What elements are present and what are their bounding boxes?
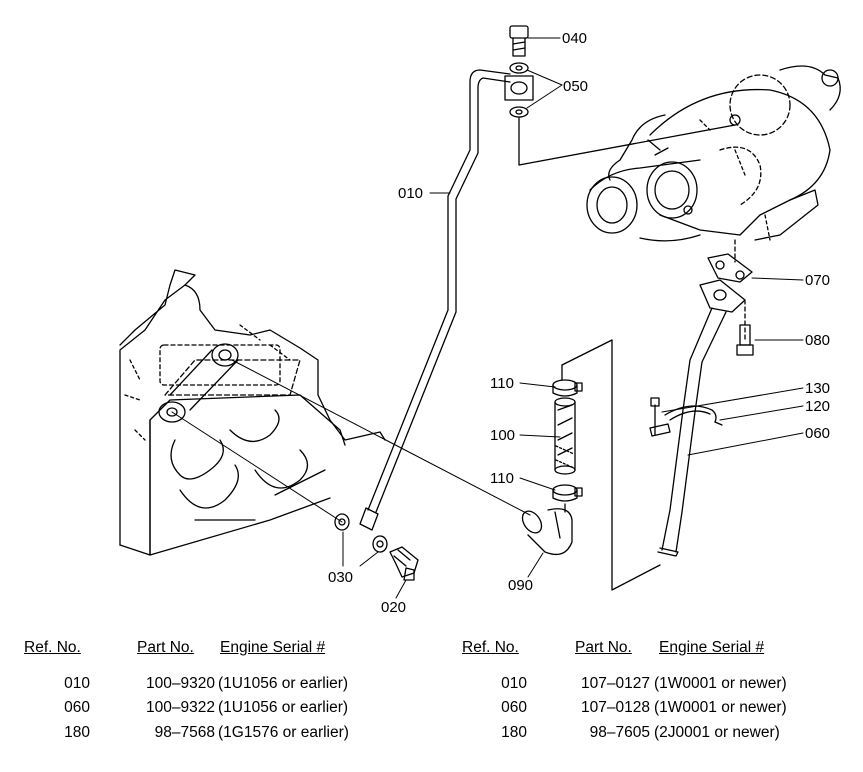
table-cell-part: 98–7605 <box>589 724 650 741</box>
engine-block-drawing <box>119 269 386 556</box>
callout-070: 070 <box>805 272 830 289</box>
table-cell-serial: (1W0001 or newer) <box>654 699 787 716</box>
washers-050 <box>504 62 736 166</box>
leader-lines <box>342 37 804 599</box>
oil-pipe-010 <box>359 69 511 531</box>
table-cell-ref: 060 <box>501 699 527 716</box>
header-ref-no: Ref. No. <box>462 639 519 656</box>
banjo-bolt-040 <box>509 25 529 57</box>
header-ref-no: Ref. No. <box>24 639 81 656</box>
drain-pipe-060 <box>657 279 746 557</box>
hose-assembly <box>552 339 661 591</box>
clamp-120-bolt-130 <box>649 397 723 437</box>
header-part-no: Part No. <box>575 639 632 656</box>
bolt-020 <box>389 546 419 581</box>
callout-130: 130 <box>805 380 830 397</box>
callout-030: 030 <box>328 569 353 586</box>
elbow-090 <box>521 508 573 556</box>
guide-lines <box>171 359 531 523</box>
table-cell-serial: (2J0001 or newer) <box>654 724 780 741</box>
table-cell-serial: (1U1056 or earlier) <box>218 675 349 692</box>
table-cell-part: 107–0127 <box>581 675 650 692</box>
header-engine-serial: Engine Serial # <box>659 639 765 656</box>
callout-090: 090 <box>508 577 533 594</box>
callout-120: 120 <box>805 398 830 415</box>
callout-110-upper: 110 <box>490 375 514 392</box>
header-part-no: Part No. <box>137 639 194 656</box>
table-cell-serial: (1U1056 or earlier) <box>218 699 349 716</box>
callout-080: 080 <box>805 332 830 349</box>
table-cell-ref: 060 <box>64 699 90 716</box>
parts-exploded-diagram: 040 050 010 070 080 110 100 110 130 120 … <box>119 25 841 616</box>
table-cell-part: 107–0128 <box>581 699 650 716</box>
callout-110-lower: 110 <box>490 470 514 487</box>
gasket-070 <box>707 253 753 283</box>
callout-020: 020 <box>381 599 406 616</box>
table-cell-serial: (1W0001 or newer) <box>654 675 787 692</box>
table-cell-ref: 180 <box>501 724 527 741</box>
washers-030 <box>334 513 388 553</box>
turbocharger-drawing <box>586 65 841 242</box>
callout-050: 050 <box>563 78 588 95</box>
header-engine-serial: Engine Serial # <box>220 639 326 656</box>
table-cell-ref: 180 <box>64 724 90 741</box>
bolt-080 <box>736 299 754 356</box>
table-cell-ref: 010 <box>64 675 90 692</box>
callout-010: 010 <box>398 185 423 202</box>
table-cell-ref: 010 <box>501 675 527 692</box>
callout-040: 040 <box>562 30 587 47</box>
table-cell-part: 98–7568 <box>154 724 215 741</box>
table-cell-serial: (1G1576 or earlier) <box>218 724 349 741</box>
callout-100: 100 <box>490 427 515 444</box>
table-cell-part: 100–9322 <box>146 699 215 716</box>
callout-060: 060 <box>805 425 830 442</box>
table-cell-part: 100–9320 <box>146 675 215 692</box>
